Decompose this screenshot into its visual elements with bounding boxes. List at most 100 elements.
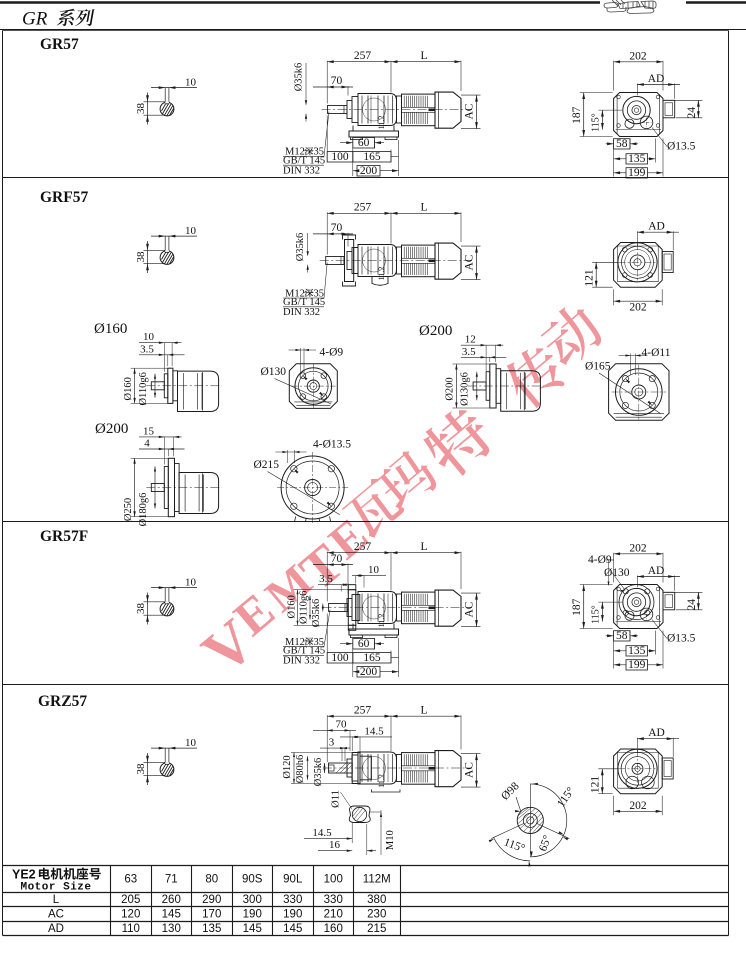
svg-text:Ø160: Ø160	[123, 377, 134, 400]
svg-text:DIN 332: DIN 332	[283, 656, 320, 667]
svg-text:145: 145	[162, 909, 181, 921]
svg-text:200: 200	[360, 165, 378, 177]
svg-text:190: 190	[283, 909, 302, 921]
svg-text:GRZ57: GRZ57	[38, 693, 87, 710]
svg-text:38: 38	[135, 251, 147, 263]
svg-text:202: 202	[629, 50, 647, 62]
svg-text:190: 190	[243, 909, 262, 921]
svg-text:L: L	[420, 541, 427, 553]
svg-text:16: 16	[329, 839, 341, 851]
svg-text:L: L	[420, 704, 427, 716]
svg-text:71: 71	[165, 874, 178, 886]
svg-text:10: 10	[368, 564, 380, 576]
svg-text:100: 100	[331, 652, 349, 664]
svg-text:120: 120	[121, 909, 140, 921]
svg-text:145: 145	[283, 923, 302, 935]
svg-text:121: 121	[590, 776, 602, 794]
svg-text:GB/T 145: GB/T 145	[283, 156, 325, 167]
svg-text:90L: 90L	[283, 874, 303, 886]
svg-text:DIN 332: DIN 332	[283, 166, 320, 177]
svg-text:165: 165	[363, 151, 381, 163]
svg-text:135: 135	[628, 645, 646, 657]
svg-text:AC: AC	[464, 601, 476, 617]
svg-text:GB/T 145: GB/T 145	[283, 646, 325, 657]
svg-text:210: 210	[324, 909, 343, 921]
svg-text:200: 200	[360, 666, 378, 678]
svg-text:4-Ø13.5: 4-Ø13.5	[313, 439, 351, 451]
svg-text:60: 60	[358, 137, 370, 149]
svg-text:300: 300	[243, 894, 262, 906]
svg-text:M12: M12	[285, 637, 305, 648]
svg-text:M10: M10	[385, 830, 396, 850]
svg-text:60: 60	[358, 638, 370, 650]
svg-text:Ø215: Ø215	[254, 459, 280, 471]
svg-text:AD: AD	[648, 221, 665, 233]
svg-text:DIN 332: DIN 332	[283, 307, 320, 318]
svg-text:90S: 90S	[242, 874, 263, 886]
svg-text:135: 135	[202, 923, 221, 935]
svg-text:110: 110	[122, 923, 140, 935]
svg-text:4-Ø9: 4-Ø9	[588, 554, 612, 566]
svg-text:70: 70	[331, 553, 343, 565]
svg-text:L: L	[53, 894, 60, 906]
svg-text:38: 38	[135, 763, 147, 775]
svg-text:11.2: 11.2	[377, 267, 386, 281]
svg-text:215: 215	[367, 923, 386, 935]
svg-text:257: 257	[354, 50, 372, 62]
svg-text:70: 70	[336, 719, 348, 731]
svg-text:Ø110g6: Ø110g6	[299, 591, 310, 624]
svg-text:24: 24	[686, 599, 698, 611]
svg-text:24: 24	[686, 107, 698, 119]
svg-text:AD: AD	[48, 923, 64, 935]
svg-text:Motor Size: Motor Size	[20, 882, 91, 894]
svg-text:Ø35k6: Ø35k6	[311, 599, 322, 628]
svg-text:10: 10	[143, 331, 155, 343]
svg-text:205: 205	[121, 894, 140, 906]
svg-text:Ø13.5: Ø13.5	[667, 141, 696, 153]
svg-text:L: L	[420, 202, 427, 214]
svg-text:160: 160	[324, 923, 343, 935]
svg-text:80: 80	[205, 874, 218, 886]
svg-text:10: 10	[185, 737, 197, 749]
svg-text:330: 330	[324, 894, 343, 906]
svg-text:112M: 112M	[363, 874, 391, 886]
svg-text:14.5: 14.5	[312, 827, 332, 839]
svg-text:Ø130: Ø130	[261, 366, 287, 378]
svg-text:63: 63	[124, 874, 137, 886]
svg-text:10: 10	[185, 77, 197, 89]
svg-text:10: 10	[185, 577, 197, 589]
svg-text:Ø35k6: Ø35k6	[313, 758, 324, 787]
svg-text:199: 199	[628, 167, 646, 179]
svg-text:Ø160: Ø160	[94, 321, 127, 337]
svg-text:257: 257	[354, 704, 372, 716]
svg-text:Ø110g6: Ø110g6	[138, 372, 149, 405]
svg-text:L: L	[420, 50, 427, 62]
svg-text:4-Ø11: 4-Ø11	[642, 347, 671, 359]
svg-text:202: 202	[629, 302, 647, 314]
svg-text:Ø160: Ø160	[287, 595, 298, 618]
svg-text:100: 100	[324, 874, 343, 886]
svg-text:130: 130	[162, 923, 181, 935]
svg-text:11.2: 11.2	[377, 116, 386, 130]
svg-text:GR57F: GR57F	[40, 528, 88, 545]
svg-text:Ø35k6: Ø35k6	[293, 63, 304, 92]
svg-text:12: 12	[465, 334, 476, 346]
svg-text:380: 380	[367, 894, 386, 906]
svg-text:GR57: GR57	[40, 36, 79, 53]
svg-text:38: 38	[135, 103, 147, 115]
svg-text:121: 121	[584, 269, 596, 287]
svg-text:15: 15	[143, 425, 155, 437]
svg-text:AC: AC	[464, 254, 476, 270]
svg-text:38: 38	[135, 603, 147, 615]
svg-text:Ø250: Ø250	[123, 498, 134, 521]
svg-text:257: 257	[354, 202, 372, 214]
svg-text:AC: AC	[464, 762, 476, 778]
svg-text:Ø130: Ø130	[604, 567, 630, 579]
svg-text:M12: M12	[285, 288, 305, 299]
svg-text:70: 70	[331, 75, 343, 87]
svg-text:11.2: 11.2	[377, 774, 386, 788]
svg-text:14.5: 14.5	[364, 725, 384, 737]
svg-text:3.5: 3.5	[319, 573, 333, 585]
svg-text:35: 35	[314, 147, 325, 158]
svg-text:Ø13.5: Ø13.5	[667, 633, 696, 645]
